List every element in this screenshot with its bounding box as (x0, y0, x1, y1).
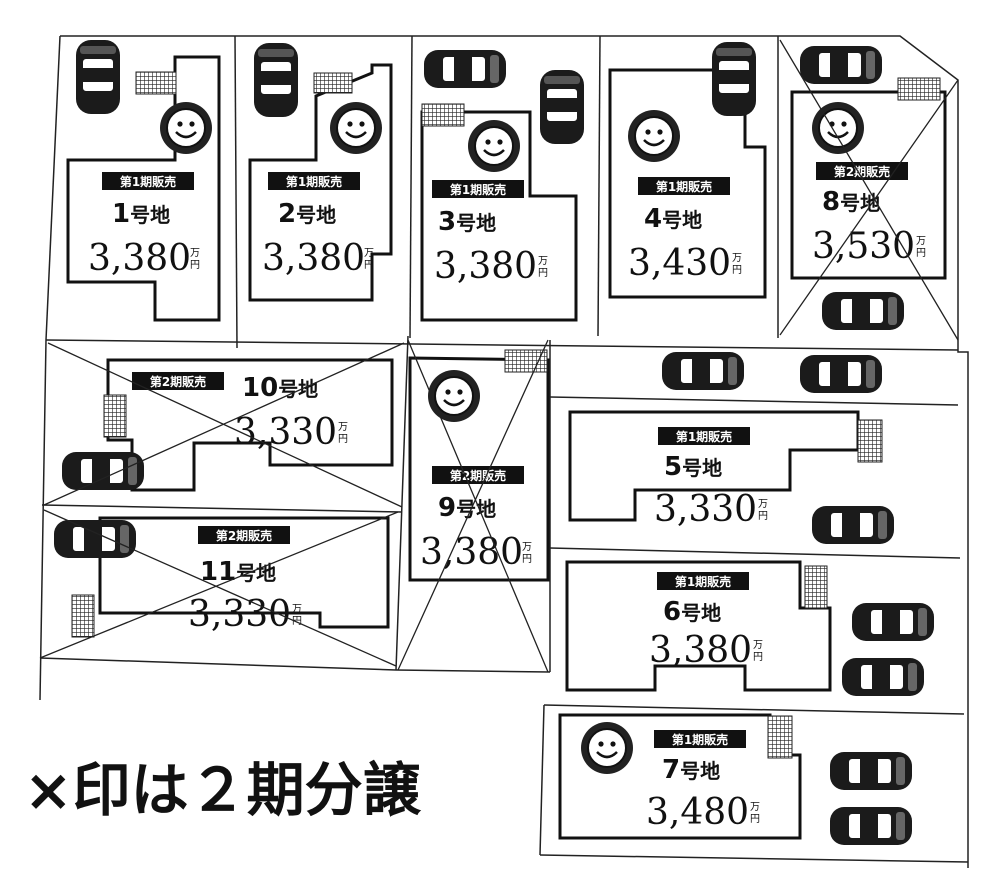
lot-price: 3,430 (628, 243, 731, 284)
sun-icon (810, 100, 866, 156)
lot-7: 第1期販売 7号地 3,480 万 円 (646, 730, 760, 833)
price-unit: 万 (916, 236, 926, 247)
lot-10: 第2期販売 10号地 3,330 万 円 (132, 372, 348, 453)
lot-title: 3号地 (438, 207, 496, 237)
price-unit: 万 (758, 499, 768, 510)
car-icon (539, 69, 585, 145)
price-unit: 万 (750, 802, 760, 813)
car-icon (423, 49, 507, 89)
phase2-note: ×印は２期分譲 (24, 756, 422, 824)
car-icon (799, 354, 883, 394)
car-icon (661, 351, 745, 391)
price-unit: 万 (753, 640, 763, 651)
cross-mark (43, 342, 405, 508)
price-unit: 円 (338, 434, 348, 445)
car-icon (829, 751, 913, 791)
car-icon (821, 291, 905, 331)
price-unit: 円 (732, 265, 742, 276)
price-unit: 万 (732, 253, 742, 264)
lot-price: 3,380 (420, 532, 523, 573)
lot-8: 第2期販売 8号地 3,530 万 円 (812, 162, 926, 267)
phase-badge: 第1期販売 (286, 174, 342, 189)
sun-icon (158, 100, 214, 156)
lot-price: 3,380 (88, 238, 191, 279)
car-icon (811, 505, 895, 545)
price-unit: 万 (522, 542, 532, 553)
lot-price: 3,380 (262, 238, 365, 279)
phase-badge: 第2期販売 (450, 468, 506, 483)
car-icon (711, 41, 757, 117)
lot-3: 第1期販売 3号地 3,380 万 円 (432, 180, 548, 287)
sun-icon (579, 720, 635, 776)
phase-badge: 第1期販売 (675, 574, 731, 589)
lot-price: 3,530 (812, 226, 915, 267)
car-icon (841, 657, 925, 697)
lot-price: 3,330 (188, 594, 291, 635)
sun-icon (626, 108, 682, 164)
lot-price: 3,480 (646, 792, 749, 833)
lot-price: 3,380 (434, 246, 537, 287)
car-icon (75, 39, 121, 115)
lot-title: 11号地 (200, 557, 276, 587)
price-unit: 万 (538, 256, 548, 267)
car-icon (61, 451, 145, 491)
price-unit: 万 (190, 248, 200, 259)
car-icon (829, 806, 913, 846)
lot-title: 6号地 (663, 597, 721, 627)
phase-badge: 第2期販売 (150, 374, 206, 389)
cross-mark (779, 39, 959, 341)
price-unit: 円 (758, 511, 768, 522)
lot-title: 8号地 (822, 187, 880, 217)
lot-title: 4号地 (644, 204, 702, 234)
phase-badge: 第2期販売 (834, 164, 890, 179)
price-unit: 万 (364, 248, 374, 259)
price-unit: 円 (522, 554, 532, 565)
car-icon (851, 602, 935, 642)
sun-icon (466, 118, 522, 174)
price-unit: 万 (338, 422, 348, 433)
phase-badge: 第1期販売 (656, 179, 712, 194)
cross-mark (39, 509, 399, 667)
lot-title: 2号地 (278, 199, 336, 229)
sun-icon (426, 368, 482, 424)
price-unit: 円 (750, 814, 760, 825)
phase2-crosses (39, 39, 959, 673)
lot-title: 5号地 (664, 452, 722, 482)
car-icon (53, 519, 137, 559)
lot-title: 7号地 (662, 755, 720, 785)
price-unit: 円 (364, 260, 374, 271)
phase-badge: 第1期販売 (450, 182, 506, 197)
car-icon (799, 45, 883, 85)
phase-badge: 第1期販売 (676, 429, 732, 444)
phase-badge: 第2期販売 (216, 528, 272, 543)
lot-title: 1号地 (112, 199, 170, 229)
price-unit: 万 (292, 604, 302, 615)
lot-4: 第1期販売 4号地 3,430 万 円 (628, 177, 742, 284)
lot-2: 第1期販売 2号地 3,380 万 円 (262, 172, 374, 279)
price-unit: 円 (753, 652, 763, 663)
lot-price: 3,330 (654, 489, 757, 530)
lot-price: 3,330 (234, 412, 337, 453)
lot-1: 第1期販売 1号地 3,380 万 円 (88, 172, 200, 279)
sun-icon (328, 100, 384, 156)
price-unit: 円 (538, 268, 548, 279)
lot-title: 10号地 (242, 373, 318, 403)
cross-mark (397, 339, 549, 673)
price-unit: 円 (916, 248, 926, 259)
price-unit: 円 (190, 260, 200, 271)
lot-5: 第1期販売 5号地 3,330 万 円 (654, 427, 768, 530)
lot-6: 第1期販売 6号地 3,380 万 円 (649, 572, 763, 671)
lot-price: 3,380 (649, 630, 752, 671)
phase-badge: 第1期販売 (672, 732, 728, 747)
phase-badge: 第1期販売 (120, 174, 176, 189)
car-icon (253, 42, 299, 118)
